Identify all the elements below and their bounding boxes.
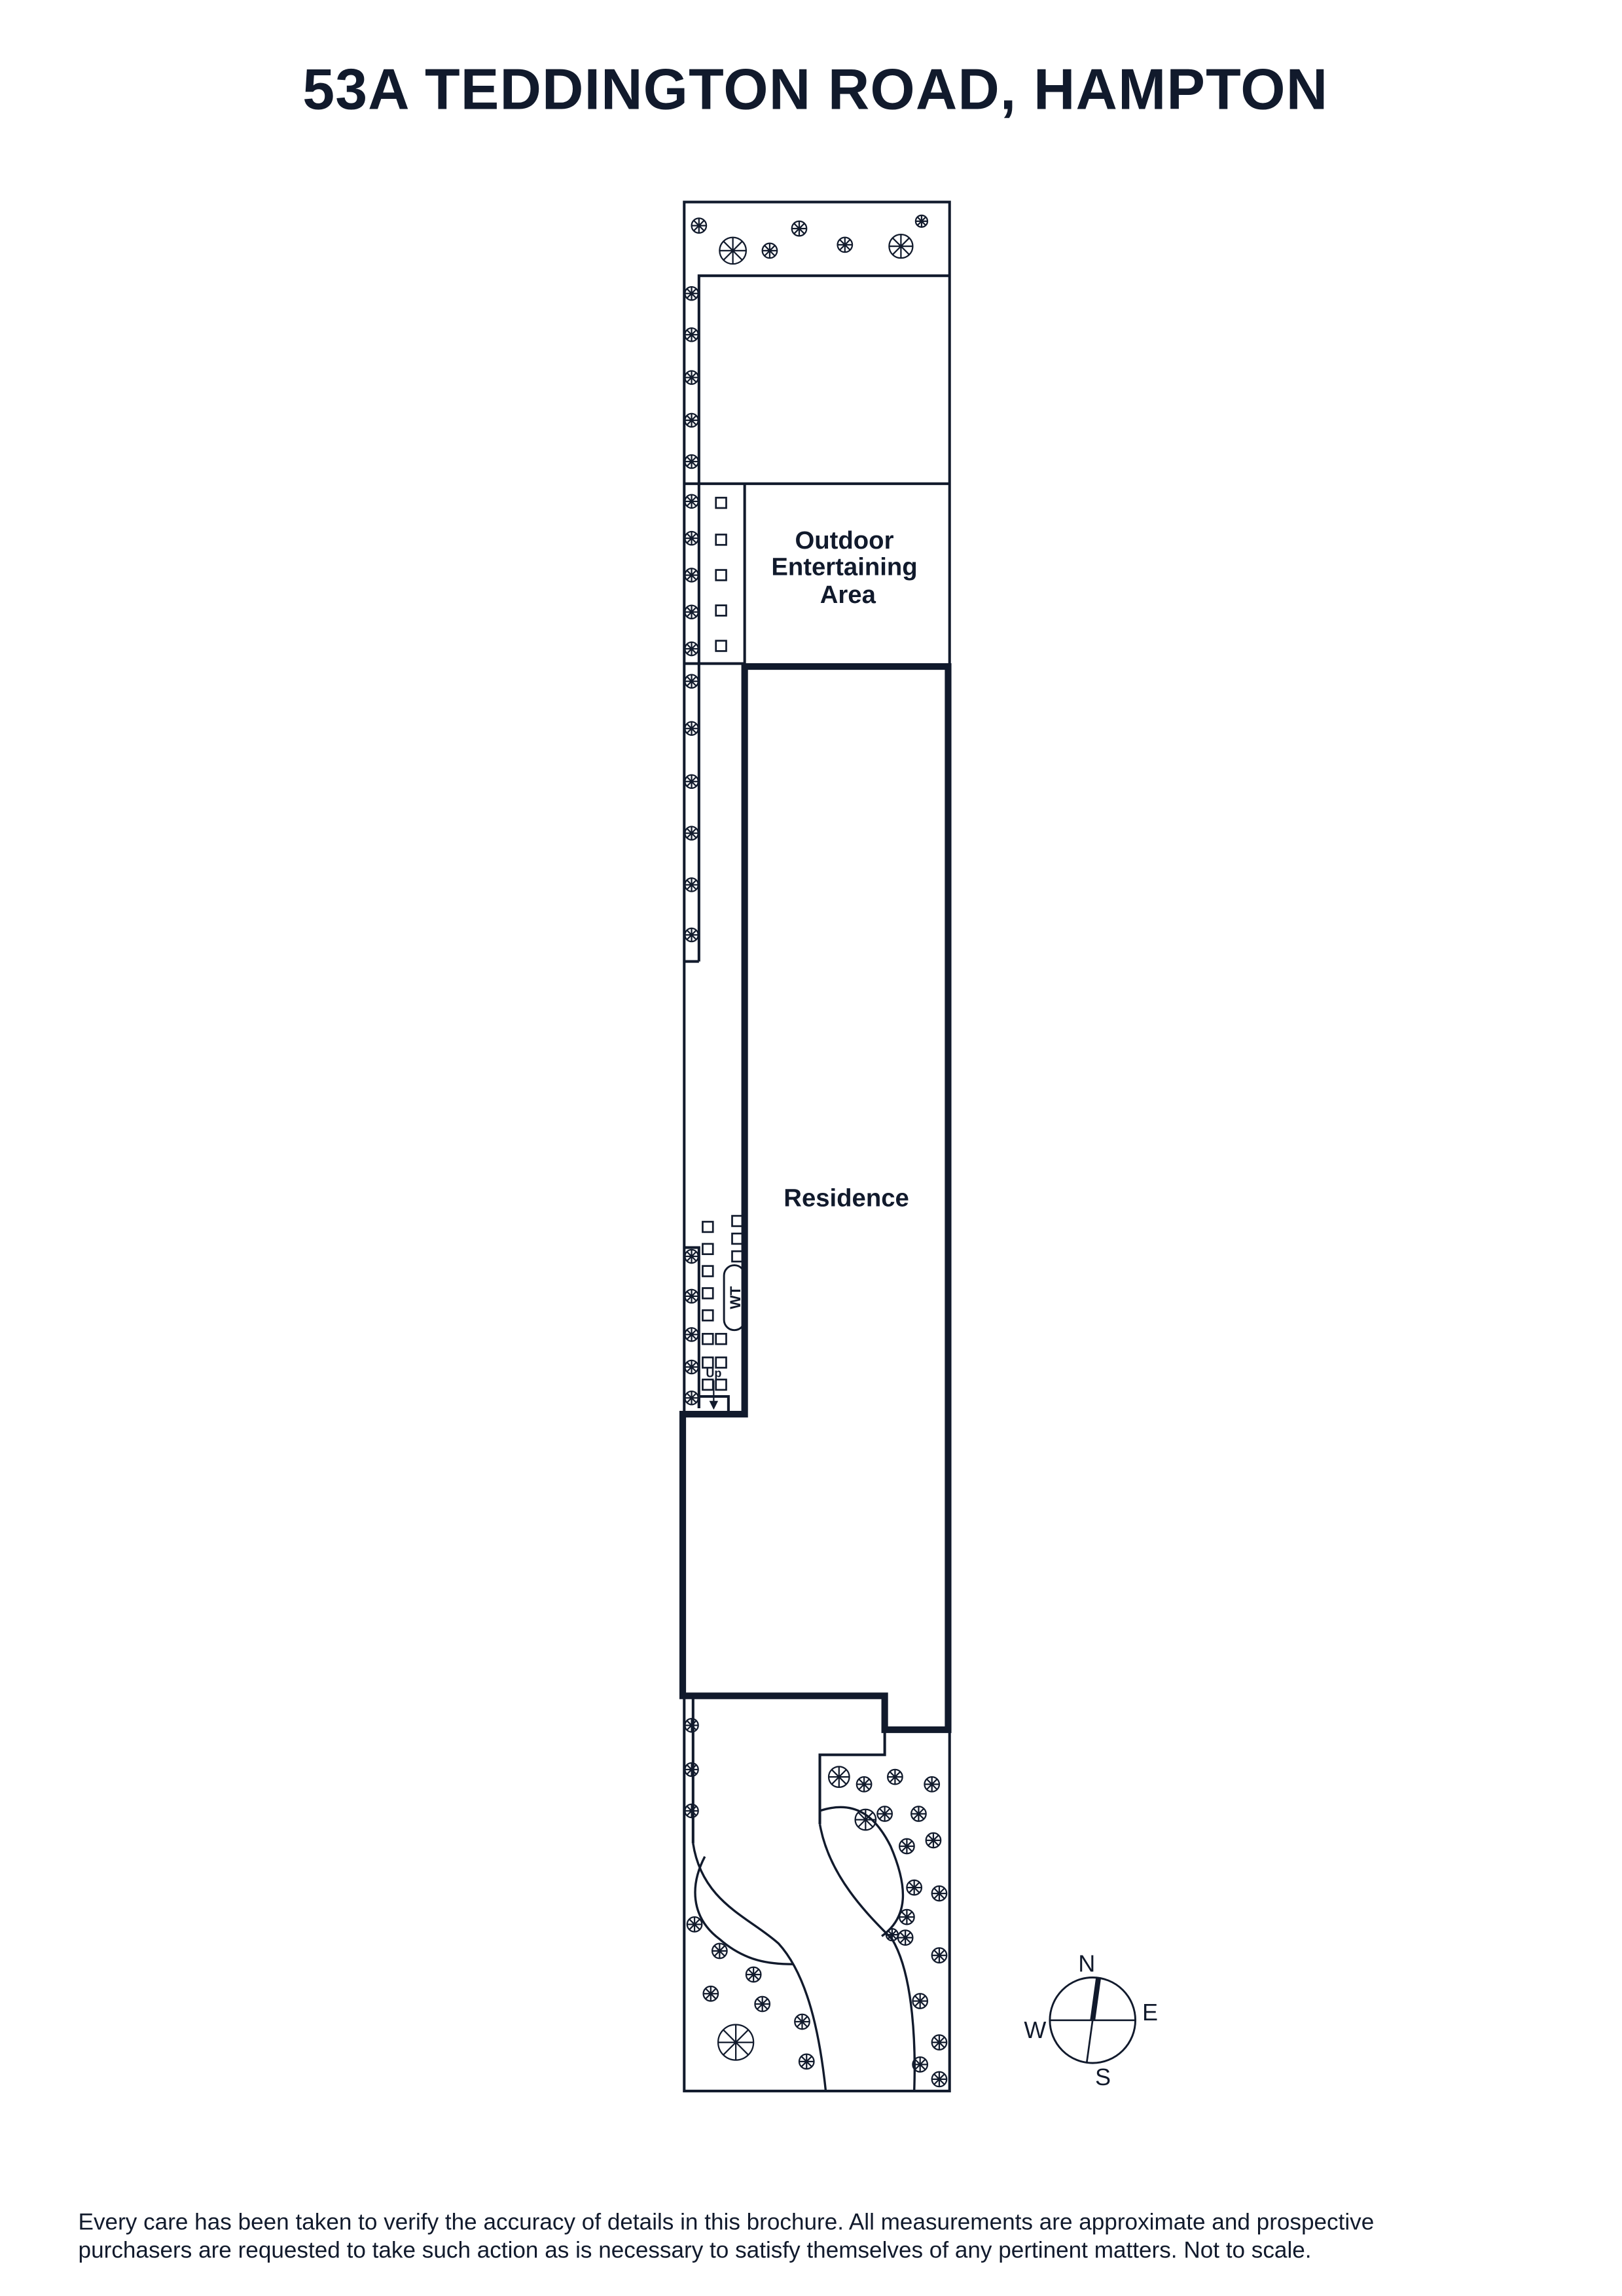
tree-icon	[717, 2024, 755, 2061]
tree-icon	[888, 234, 914, 259]
tree-icon	[684, 454, 699, 469]
tree-icon	[931, 1947, 948, 1964]
outdoor-area-label: Outdoor Entertaining Area	[771, 526, 924, 609]
tree-icon	[854, 1808, 877, 1831]
tree-icon	[899, 1838, 915, 1855]
stepping-stone	[702, 1287, 714, 1300]
tree-icon	[684, 370, 699, 385]
tree-icon	[684, 774, 699, 790]
tree-icon	[886, 1768, 903, 1785]
tree-icon	[684, 568, 699, 583]
tree-icon	[702, 1985, 719, 2002]
tree-icon	[794, 2013, 810, 2030]
stairs: Up	[706, 1367, 721, 1410]
tree-icon	[684, 327, 699, 342]
tree-icon	[924, 1776, 941, 1793]
residence-outline	[679, 663, 952, 1734]
tree-icon	[897, 1929, 914, 1946]
stepping-stone	[702, 1265, 714, 1277]
stepping-stone	[731, 1232, 744, 1245]
tree-icon	[684, 1288, 699, 1304]
tree-icon	[684, 530, 699, 546]
tree-icon	[684, 285, 699, 301]
tree-icon	[684, 1762, 699, 1777]
tree-icon	[719, 236, 748, 265]
page-title: 53A TEDDINGTON ROAD, HAMPTON	[302, 57, 1328, 122]
tree-icon	[684, 1327, 699, 1342]
tree-icon	[754, 1995, 771, 2013]
tree-icon	[906, 1879, 923, 1896]
tree-icon	[684, 1248, 699, 1264]
compass-e: E	[1142, 1999, 1158, 2026]
stepping-stone	[731, 1214, 744, 1228]
compass-n: N	[1078, 1950, 1095, 1977]
trees	[684, 214, 948, 2088]
property-boundary	[683, 200, 951, 2092]
stepping-stone	[702, 1309, 714, 1322]
tree-icon	[931, 1885, 948, 1902]
tree-icon	[914, 214, 929, 228]
tree-icon	[761, 242, 778, 259]
compass-rose: N E W S	[1024, 1950, 1158, 2090]
tree-icon	[711, 1942, 728, 1959]
water-tank: WT	[723, 1264, 746, 1332]
stairs-label: Up	[706, 1367, 721, 1380]
stepping-stone	[702, 1220, 714, 1233]
tree-icon	[912, 1993, 929, 2009]
tree-icon	[791, 220, 808, 237]
tree-icon	[931, 2034, 948, 2050]
residence-label: Residence	[784, 1184, 909, 1212]
tree-icon	[856, 1776, 873, 1793]
stepping-stones	[702, 496, 744, 1391]
tree-icon	[684, 1718, 699, 1733]
stepping-stone	[715, 1378, 727, 1391]
tree-icon	[684, 604, 699, 620]
tree-icon	[910, 1806, 927, 1822]
tree-icon	[684, 494, 699, 509]
tree-icon	[745, 1966, 762, 1983]
stepping-stone	[715, 1356, 727, 1369]
stepping-stone	[702, 1243, 714, 1256]
tree-icon	[837, 236, 854, 253]
disclaimer: Every care has been taken to verify the …	[79, 2210, 1381, 2263]
stepping-stone	[715, 604, 727, 617]
compass-s: S	[1095, 2064, 1111, 2090]
water-tank-label: WT	[727, 1286, 744, 1309]
arrow-down-icon	[709, 1400, 719, 1410]
stepping-stone	[715, 640, 727, 652]
tree-icon	[885, 1928, 899, 1942]
compass-w: W	[1024, 2016, 1046, 2043]
tree-icon	[686, 1916, 703, 1933]
tree-icon	[684, 721, 699, 736]
stepping-stone	[731, 1250, 744, 1263]
stepping-stone	[702, 1356, 714, 1369]
tree-icon	[684, 826, 699, 841]
tree-icon	[684, 1359, 699, 1375]
stepping-stone	[715, 534, 727, 546]
stepping-stone	[715, 496, 727, 509]
tree-icon	[684, 412, 699, 428]
stepping-stone	[702, 1332, 714, 1345]
tree-icon	[876, 1806, 893, 1822]
tree-icon	[798, 2053, 815, 2070]
stepping-stone	[702, 1378, 714, 1391]
tree-icon	[684, 641, 699, 657]
stepping-stone	[715, 569, 727, 581]
tree-icon	[684, 1391, 699, 1406]
tree-icon	[931, 2071, 948, 2088]
tree-icon	[684, 927, 699, 943]
tree-icon	[684, 1803, 699, 1819]
stepping-stone	[715, 1332, 727, 1345]
tree-icon	[827, 1766, 850, 1789]
tree-icon	[691, 217, 708, 234]
tree-icon	[684, 877, 699, 892]
tree-icon	[899, 1908, 915, 1925]
tree-icon	[925, 1832, 942, 1849]
tree-icon	[684, 674, 699, 689]
tree-icon	[912, 2056, 929, 2073]
